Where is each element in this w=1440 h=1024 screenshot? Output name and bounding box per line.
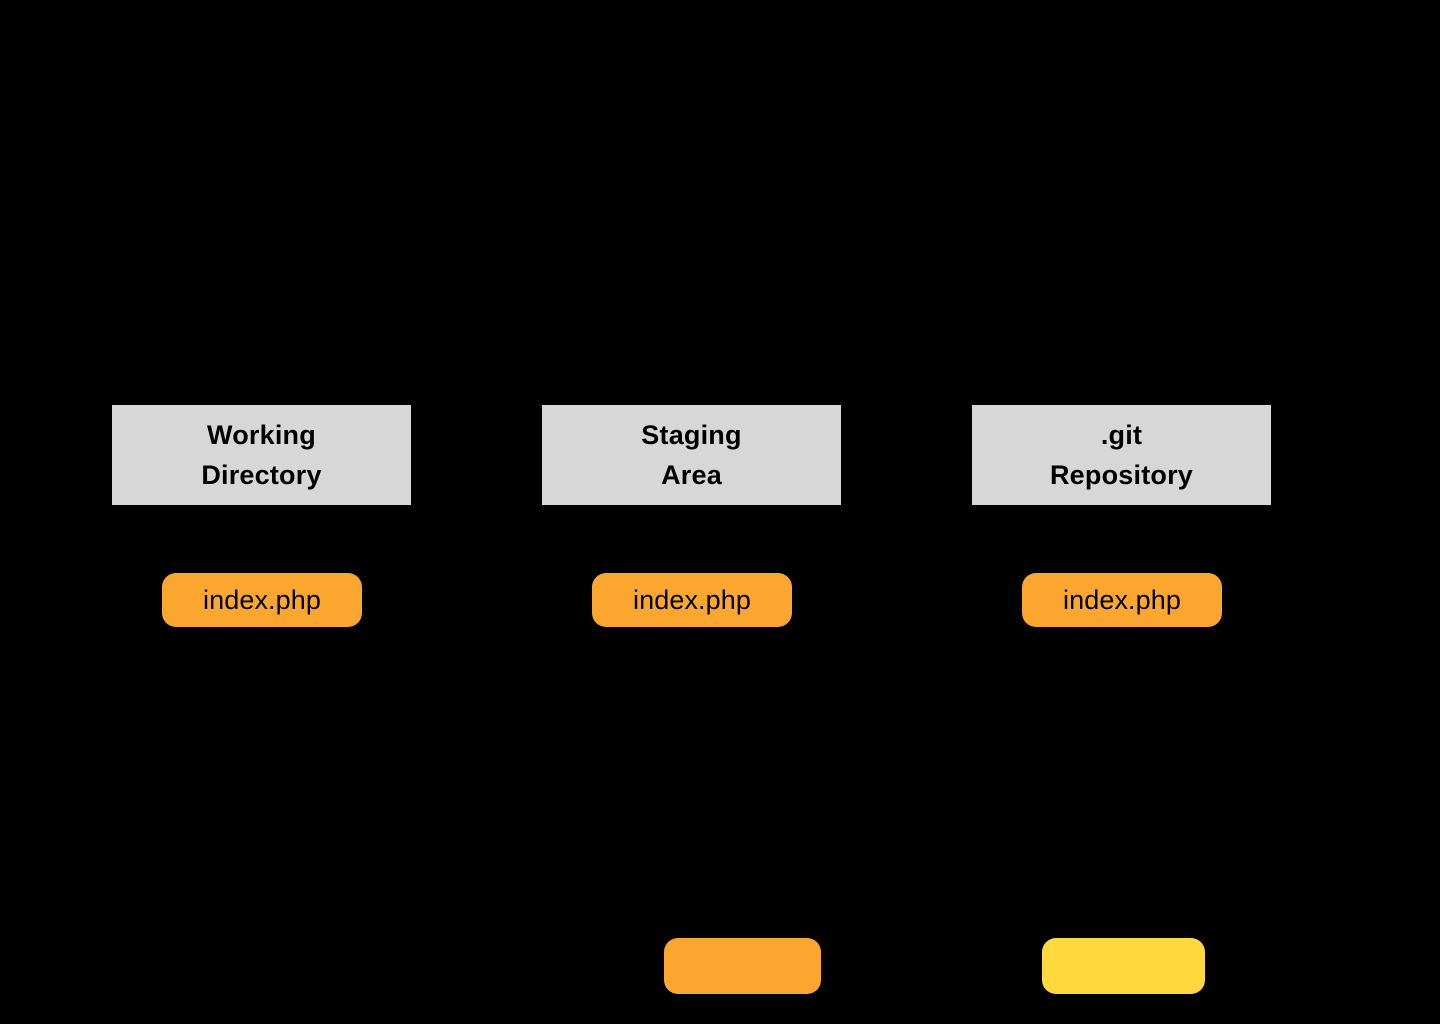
area-box-staging-area: Staging Area bbox=[542, 405, 841, 505]
file-pill-label: index.php bbox=[203, 584, 321, 615]
area-title-line-1: Working bbox=[207, 420, 316, 450]
file-pill-label: index.php bbox=[1063, 584, 1181, 615]
area-box-git-repository: .git Repository bbox=[972, 405, 1271, 505]
file-pill-label: index.php bbox=[633, 584, 751, 615]
area-title-line-2: Directory bbox=[201, 460, 322, 490]
bottom-bar-orange bbox=[664, 938, 821, 994]
area-title-line-1: .git bbox=[1100, 420, 1143, 450]
area-title-line-2: Area bbox=[661, 460, 722, 490]
bottom-bar-yellow bbox=[1042, 938, 1205, 994]
file-pill-working-directory[interactable]: index.php bbox=[162, 573, 362, 627]
file-pill-staging-area[interactable]: index.php bbox=[592, 573, 792, 627]
area-box-working-directory: Working Directory bbox=[112, 405, 411, 505]
area-title-line-2: Repository bbox=[1049, 460, 1194, 490]
area-title-line-1: Staging bbox=[641, 420, 742, 450]
file-pill-git-repository[interactable]: index.php bbox=[1022, 573, 1222, 627]
